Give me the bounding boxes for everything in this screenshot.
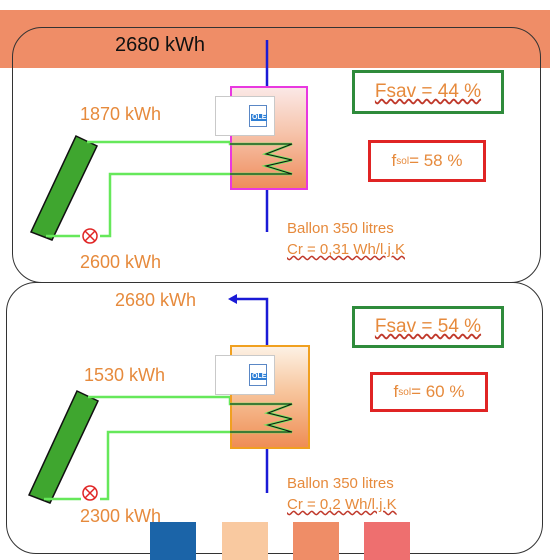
collector-input-label-2: 2300 kWh — [80, 506, 162, 526]
fsav-indicator-1: Fsav = 44 % — [352, 70, 504, 114]
heat-exchanger-coil-icon — [230, 142, 293, 176]
tank-info-2: Ballon 350 litres Cr = 0,2 Wh/l.j.K — [287, 473, 397, 515]
arrow-left-icon — [228, 294, 237, 304]
panel-1-schematic — [29, 40, 290, 244]
legend-square-blue — [150, 522, 196, 560]
solar-return-pipe-1b — [100, 172, 290, 238]
hot-water-pipe-2 — [236, 297, 269, 346]
demand-energy-label-1: 2680 kWh — [115, 34, 206, 56]
heat-exchanger-coil-icon — [230, 402, 293, 434]
solar-output-label-2: 1530 kWh — [84, 365, 166, 385]
ole-object-icon: OLE — [215, 96, 275, 136]
top-band — [0, 10, 550, 68]
tank-volume-label-2: Ballon 350 litres — [287, 475, 394, 492]
legend-square-red — [364, 522, 410, 560]
tank-volume-label-1: Ballon 350 litres — [287, 220, 394, 237]
collector-input-label-1: 2600 kWh — [80, 252, 162, 272]
panel-2-schematic — [27, 294, 292, 504]
system-panel-2 — [6, 282, 543, 554]
fsav-indicator-2: Fsav = 54 % — [352, 306, 504, 348]
ole-object-icon: OLE — [215, 355, 275, 395]
collector-panel-icon — [29, 134, 99, 241]
legend-square-peach — [222, 522, 268, 560]
tank-cr-label-2: Cr = 0,2 Wh/l.j.K — [287, 496, 397, 513]
legend-square-orange — [293, 522, 339, 560]
solar-return-pipe-2b — [100, 430, 292, 501]
tank-info-1: Ballon 350 litres Cr = 0,31 Wh/l.j.K — [287, 218, 405, 260]
circulation-pump-icon — [82, 485, 98, 501]
tank-cr-label-1: Cr = 0,31 Wh/l.j.K — [287, 241, 405, 258]
demand-energy-label-2: 2680 kWh — [115, 290, 197, 310]
circulation-pump-icon — [82, 228, 98, 244]
solar-output-label-1: 1870 kWh — [80, 104, 162, 124]
